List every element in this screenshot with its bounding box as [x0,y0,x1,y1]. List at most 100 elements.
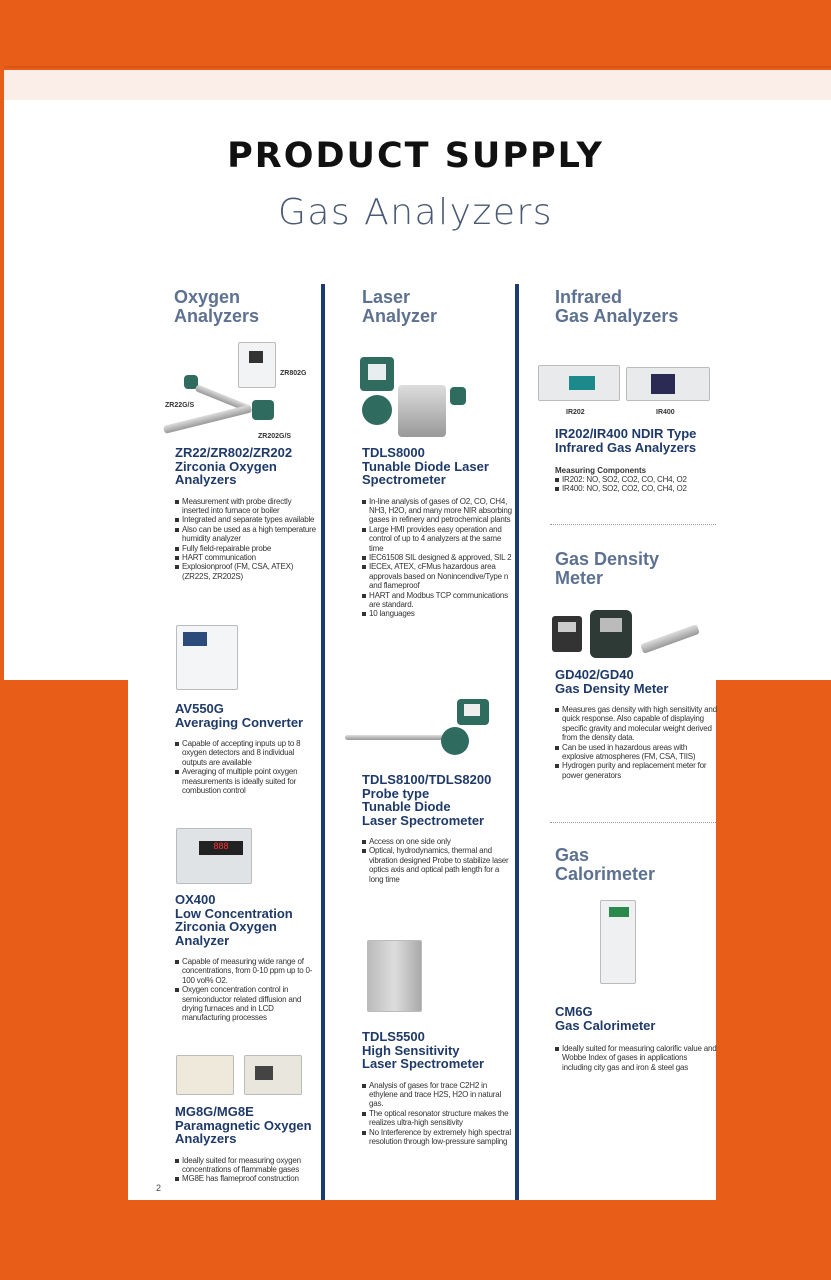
title-line: Analyzer [175,932,230,948]
feature-bullet: HART communication [175,553,320,562]
heading-line: Laser [362,287,411,307]
title-line: Averaging Converter [175,714,304,730]
title-line: TDLS5500 [362,1029,425,1044]
title-line: Tunable Diode Laser [362,458,489,474]
feature-bullet: Optical, hydrodynamics, thermal and vibr… [362,846,512,884]
feature-bullet: In-line analysis of gases of O2, CO, CH4… [362,497,512,525]
ox400-image: 888 [176,828,252,884]
image-label: ZR22G/S [165,402,195,409]
title-line: GD402/GD40 [555,667,634,682]
feature-bullet: Large HMI provides easy operation and co… [362,525,512,553]
heading-line: Infrared [555,287,623,307]
section-heading-oxygen: Oxygen Analyzers [174,288,259,326]
feature-bullet: Can be used in hazardous areas with expl… [555,743,717,762]
heading-line: Gas [555,845,590,865]
heading-line: Meter [555,568,604,588]
ir-analyzer-image: IR202 IR400 [538,365,713,420]
feature-bullet: The optical resonator structure makes th… [362,1109,512,1128]
feature-bullet: Capable of accepting inputs up to 8 oxyg… [175,739,320,767]
feature-bullet: Integrated and separate types available [175,515,320,524]
title-line: ZR22/ZR802/ZR202 [175,445,293,460]
title-line: TDLS8100/TDLS8200 [362,772,492,787]
feature-bullet: Access on one side only [362,837,512,846]
feature-bullet: Ideally suited for measuring oxygen conc… [175,1156,320,1175]
title-line: Gas Calorimeter [555,1017,656,1033]
title-line: Spectrometer [362,472,446,487]
gd402-image [550,608,715,663]
title-line: Analyzers [175,1131,237,1146]
feature-bullet: Hydrogen purity and replacement meter fo… [555,761,717,780]
feature-bullet: HART and Modbus TCP communications are s… [362,591,512,610]
tdls5500-image [367,940,422,1012]
image-label: ZR802G [280,370,307,377]
title-line: Infrared Gas Analyzers [555,439,697,455]
title-line: IR202/IR400 NDIR Type [555,426,697,441]
title-line: Laser Spectrometer [362,1056,485,1071]
cm6g-image [600,900,636,984]
heading-line: Gas Analyzers [555,306,679,326]
page-number: 2 [156,1183,162,1193]
feature-bullet: Averaging of multiple point oxygen measu… [175,767,320,795]
title-line: Zirconia Oxygen [175,919,277,934]
zr-analyzer-image: ZR802G ZR22G/S ZR202G/S [160,340,320,445]
title-line: MG8G/MG8E [175,1104,254,1119]
feature-bullet: Measurement with probe directly inserted… [175,497,320,516]
feature-list: Ideally suited for measuring oxygen conc… [175,1156,320,1184]
feature-bullet: IEC61508 SIL designed & approved, SIL 2 [362,553,512,562]
subheading: Measuring Components [555,466,647,475]
title-line: Low Concentration [175,905,293,921]
heading-line: Analyzers [174,306,260,326]
column-divider [515,284,519,1200]
feature-bullet: Ideally suited for measuring calorific v… [555,1044,717,1072]
mg8-image [176,1055,306,1097]
feature-bullet: IR400: NO, SO2, CO2, CO, CH4, O2 [555,484,715,493]
title-line: Analyzers [175,472,237,487]
heading-line: Calorimeter [555,864,656,884]
tdls8100-image [345,697,495,762]
title-line: Gas Density Meter [555,680,669,696]
feature-bullet: Analysis of gases for trace C2H2 in ethy… [362,1081,512,1109]
title-line: High Sensitivity [362,1042,460,1058]
title-line: Paramagnetic Oxygen [175,1117,312,1133]
title-line: CM6G [555,1004,593,1019]
av550g-image [176,625,238,690]
tdls8000-image [358,355,473,440]
title-line: Probe type [362,785,430,801]
title-line: Tunable Diode [362,799,451,814]
feature-bullet: MG8E has flameproof construction [175,1174,320,1183]
page-title: PRODUCT SUPPLY [227,136,604,176]
feature-bullet: Fully field-repairable probe [175,544,320,553]
image-label: IR202 [566,409,585,416]
feature-list: Ideally suited for measuring calorific v… [555,1044,717,1072]
title-line: OX400 [175,892,216,907]
page-gap [4,70,831,100]
heading-line: Analyzer [362,306,438,326]
feature-bullet: IR202: NO, SO2, CO2, CO, CH4, O2 [555,475,715,484]
feature-bullet: Oxygen concentration control in semicond… [175,985,320,1023]
heading-line: Oxygen [174,287,241,307]
title-line: Laser Spectrometer [362,812,485,828]
page-subtitle: Gas Analyzers [277,192,554,233]
